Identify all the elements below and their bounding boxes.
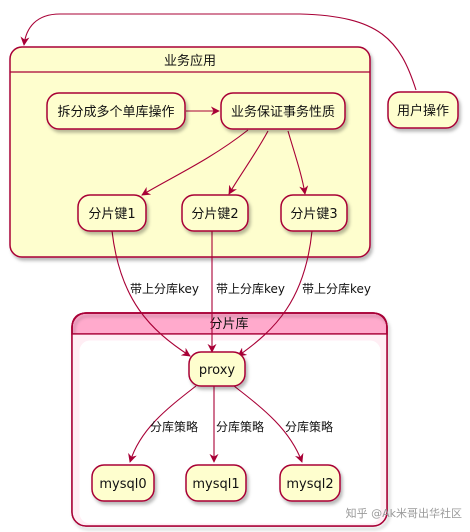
node-label-mysql1: mysql1 (192, 477, 239, 492)
node-mysql2: mysql2 (279, 464, 341, 502)
edge-tx-to-key2 (228, 130, 269, 195)
edge-proxy-to-mysql2 (233, 385, 304, 463)
node-label-mysql2: mysql2 (286, 477, 333, 492)
edge-tx-to-key1 (141, 129, 249, 196)
node-label-shard-key2: 分片键2 (191, 207, 238, 222)
node-shard-key2: 分片键2 (181, 194, 249, 232)
edge-key1-to-proxy (111, 230, 191, 357)
node-label-user-ops: 用户操作 (397, 103, 449, 119)
node-mysql1: mysql1 (185, 464, 247, 502)
group-title-business-app: 业务应用 (164, 53, 216, 69)
edge-proxy-to-mysql0 (128, 385, 197, 463)
nodes: 拆分成多个单库操作 业务保证事务性质 用户操作 分片键1 分片键2 分片键3 (46, 91, 459, 502)
edge-tx-to-key3 (287, 130, 309, 195)
edge-label-strategy2: 分库策略 (285, 419, 333, 434)
node-label-proxy: proxy (199, 363, 236, 378)
edge-labels: 带上分库key 带上分库key 带上分库key 分库策略 分库策略 分库策略 (130, 281, 371, 434)
node-tx-guarantee: 业务保证事务性质 (220, 92, 346, 130)
node-mysql0: mysql0 (91, 464, 155, 502)
edge-label-key1: 带上分库key (130, 281, 199, 296)
watermark: 知乎 @Ak米哥出华社区 (346, 506, 462, 520)
edge-key3-to-proxy (237, 230, 313, 357)
node-shard-key1: 分片键1 (77, 194, 147, 232)
group-title-shard-db: 分片库 (209, 316, 248, 332)
node-shard-key3: 分片键3 (280, 194, 348, 232)
node-proxy: proxy (188, 351, 246, 387)
node-label-tx-guarantee: 业务保证事务性质 (231, 104, 335, 120)
node-label-shard-key1: 分片键1 (88, 207, 135, 222)
edge-label-key2: 带上分库key (216, 281, 285, 296)
edge-user-to-app (20, 13, 417, 91)
edges (20, 13, 417, 463)
node-label-split-ops: 拆分成多个单库操作 (57, 104, 174, 120)
node-split-ops: 拆分成多个单库操作 (46, 92, 186, 130)
edge-label-strategy0: 分库策略 (150, 419, 198, 434)
node-label-shard-key3: 分片键3 (290, 207, 337, 222)
node-label-mysql0: mysql0 (99, 477, 146, 492)
edge-label-key3: 带上分库key (302, 281, 371, 296)
node-user-ops: 用户操作 (387, 91, 459, 129)
edge-label-strategy1: 分库策略 (216, 419, 264, 434)
